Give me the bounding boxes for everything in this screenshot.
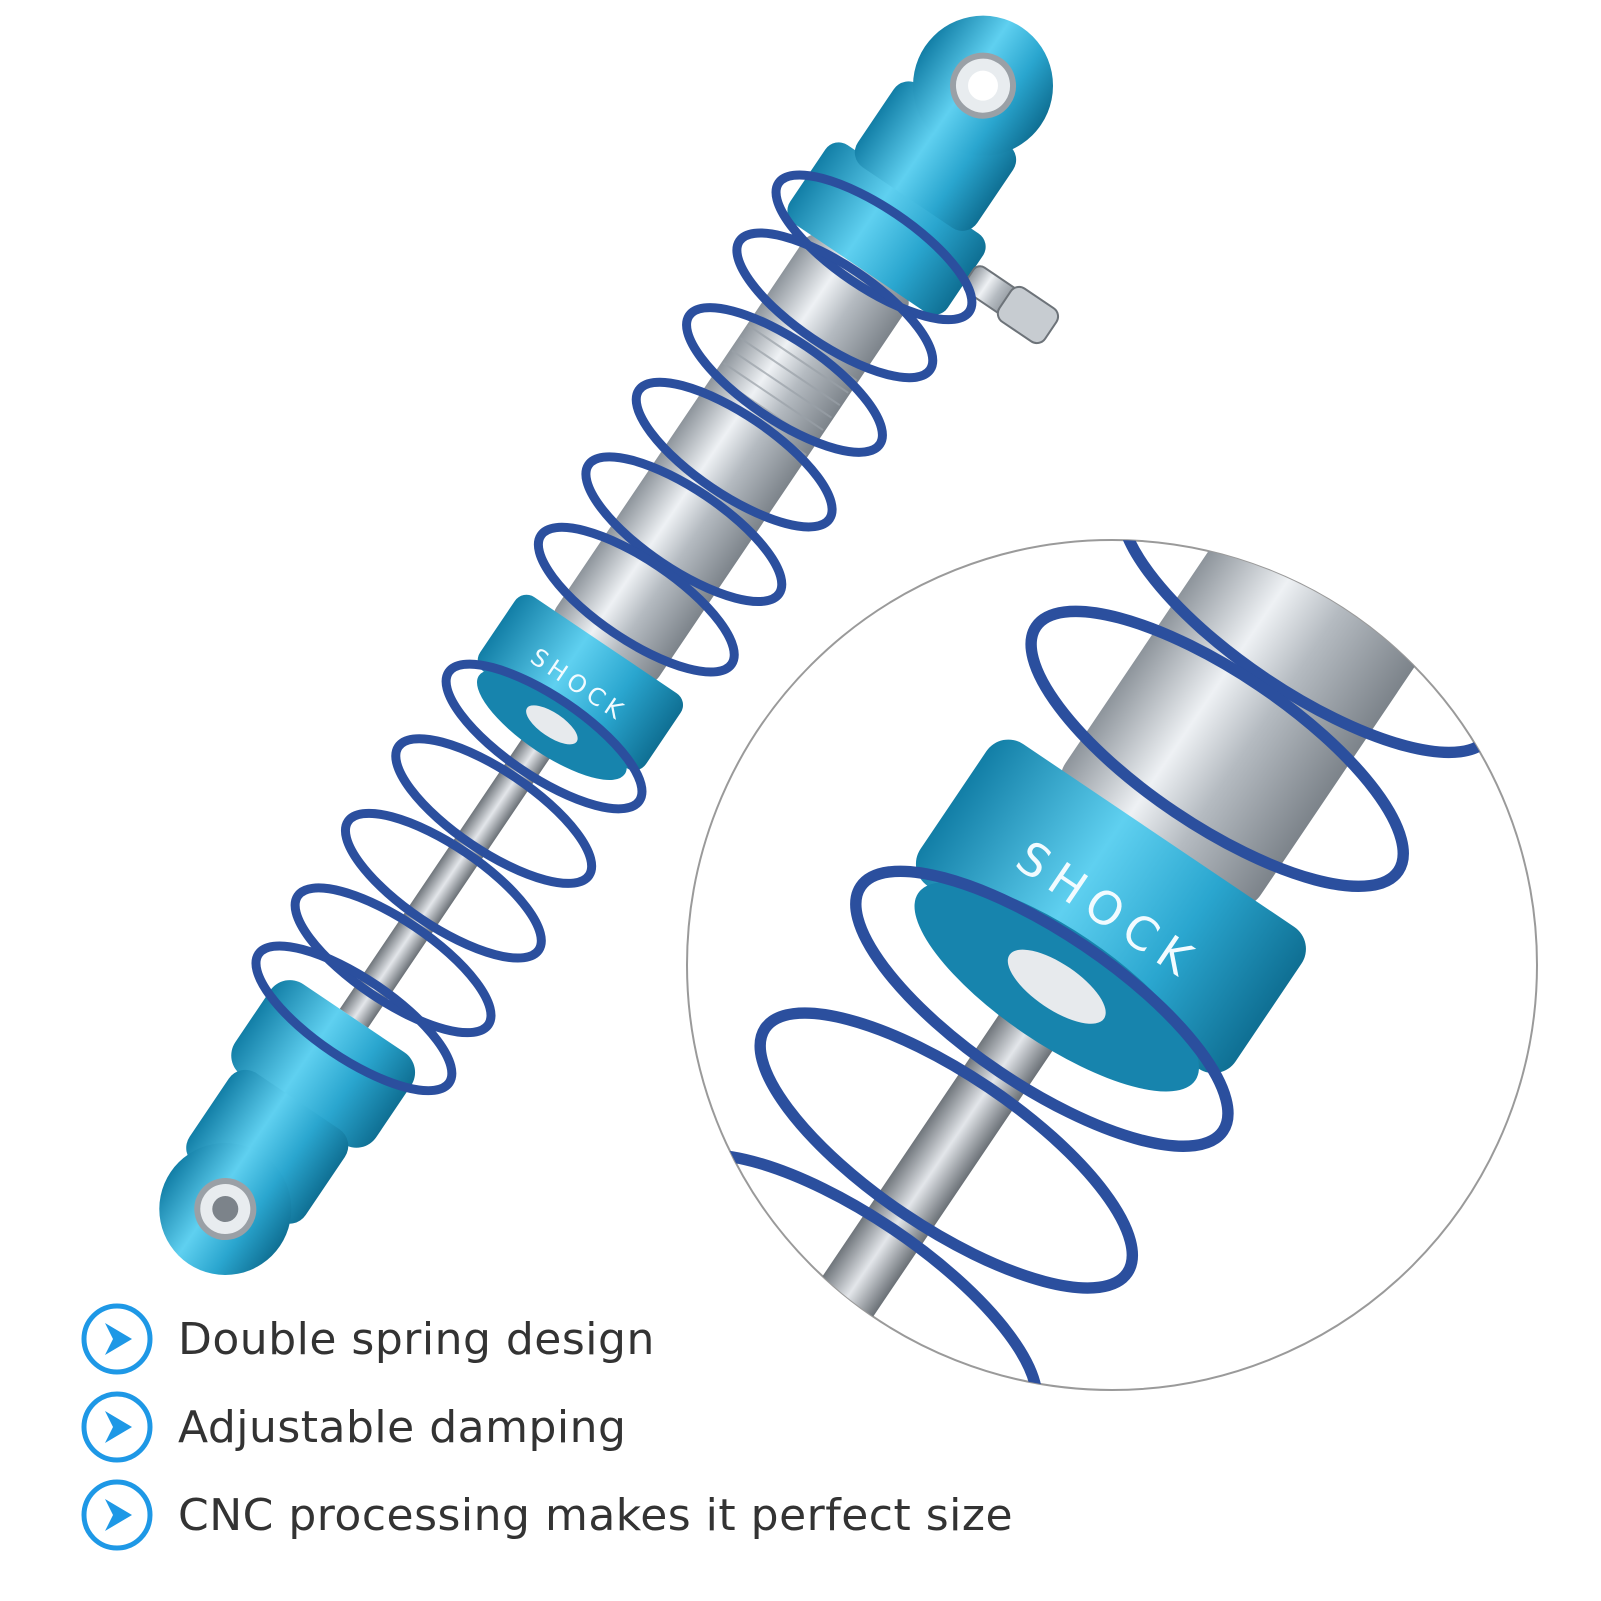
reservoir-nipple — [963, 265, 1060, 345]
shock-collar — [477, 594, 684, 771]
feature-list: Double spring design Adjustable damping … — [80, 1300, 1013, 1564]
chevron-right-icon — [81, 1303, 153, 1375]
feature-text: Adjustable damping — [178, 1401, 627, 1453]
feature-text: CNC processing makes it perfect size — [178, 1489, 1014, 1541]
magnified-detail: SHOCK — [686, 539, 1538, 1391]
feature-text: Double spring design — [178, 1313, 655, 1365]
feature-item: CNC processing makes it perfect size — [80, 1476, 1013, 1554]
chevron-right-icon — [81, 1391, 153, 1463]
bottom-cap — [231, 980, 416, 1148]
feature-item: Adjustable damping — [80, 1388, 1013, 1466]
chevron-right-icon — [81, 1479, 153, 1551]
spring-coils — [251, 170, 977, 1096]
shock-absorber-main: SHOCK — [159, 15, 1060, 1276]
feature-item: Double spring design — [80, 1300, 1013, 1378]
